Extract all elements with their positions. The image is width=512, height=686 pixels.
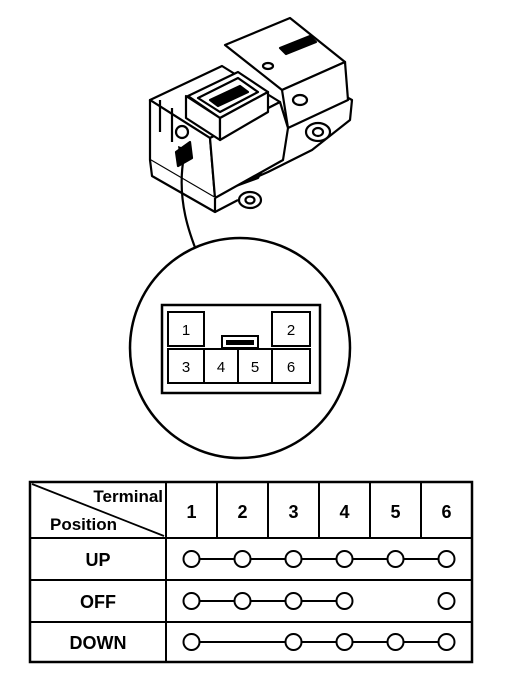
pin-label-2: 2 [287,322,295,339]
continuity-table: Terminal Position 1 2 3 4 5 6 UP OFF DOWN [28,480,474,664]
connector-cell-1 [167,311,205,347]
continuity-node-off-4 [335,592,354,610]
continuity-node-off-2 [233,592,252,610]
continuity-node-off-6 [437,592,456,610]
terminal-header-1: 1 [186,502,196,522]
continuity-node-down-3 [284,633,303,651]
connector-cell-2 [271,311,311,347]
position-label-down: DOWN [70,633,127,653]
continuity-node-off-1 [182,592,201,610]
connector-cell-6 [271,348,311,384]
continuity-node-up-3 [284,550,303,568]
position-labels: UP OFF DOWN [70,550,127,653]
header-diagonal [31,483,165,537]
pin-label-4: 4 [217,359,225,376]
continuity-node-down-1 [182,633,201,651]
switch-housing-drawing [148,16,354,214]
position-label-up: UP [85,550,110,570]
continuity-node-down-6 [437,633,456,651]
terminal-headers: 1 2 3 4 5 6 [186,502,451,522]
pin-label-6: 6 [287,359,295,376]
continuity-node-up-1 [182,550,201,568]
continuity-node-up-2 [233,550,252,568]
continuity-node-up-4 [335,550,354,568]
continuity-marks [182,550,456,651]
continuity-node-off-3 [284,592,303,610]
continuity-node-down-5 [386,633,405,651]
terminal-header-2: 2 [237,502,247,522]
terminal-header-4: 4 [339,502,349,522]
header-position: Position [50,515,117,534]
callout-arrowhead [178,146,190,160]
position-label-off: OFF [80,592,116,612]
continuity-node-up-6 [437,550,456,568]
terminal-header-6: 6 [441,502,451,522]
connector-pin-labels: 1 2 3 4 5 6 [182,322,295,376]
header-terminal: Terminal [93,487,163,506]
terminal-header-5: 5 [390,502,400,522]
pin-label-5: 5 [251,359,259,376]
terminal-header-3: 3 [288,502,298,522]
continuity-node-down-4 [335,633,354,651]
pin-label-3: 3 [182,359,190,376]
pin-label-1: 1 [182,322,190,339]
continuity-node-up-5 [386,550,405,568]
